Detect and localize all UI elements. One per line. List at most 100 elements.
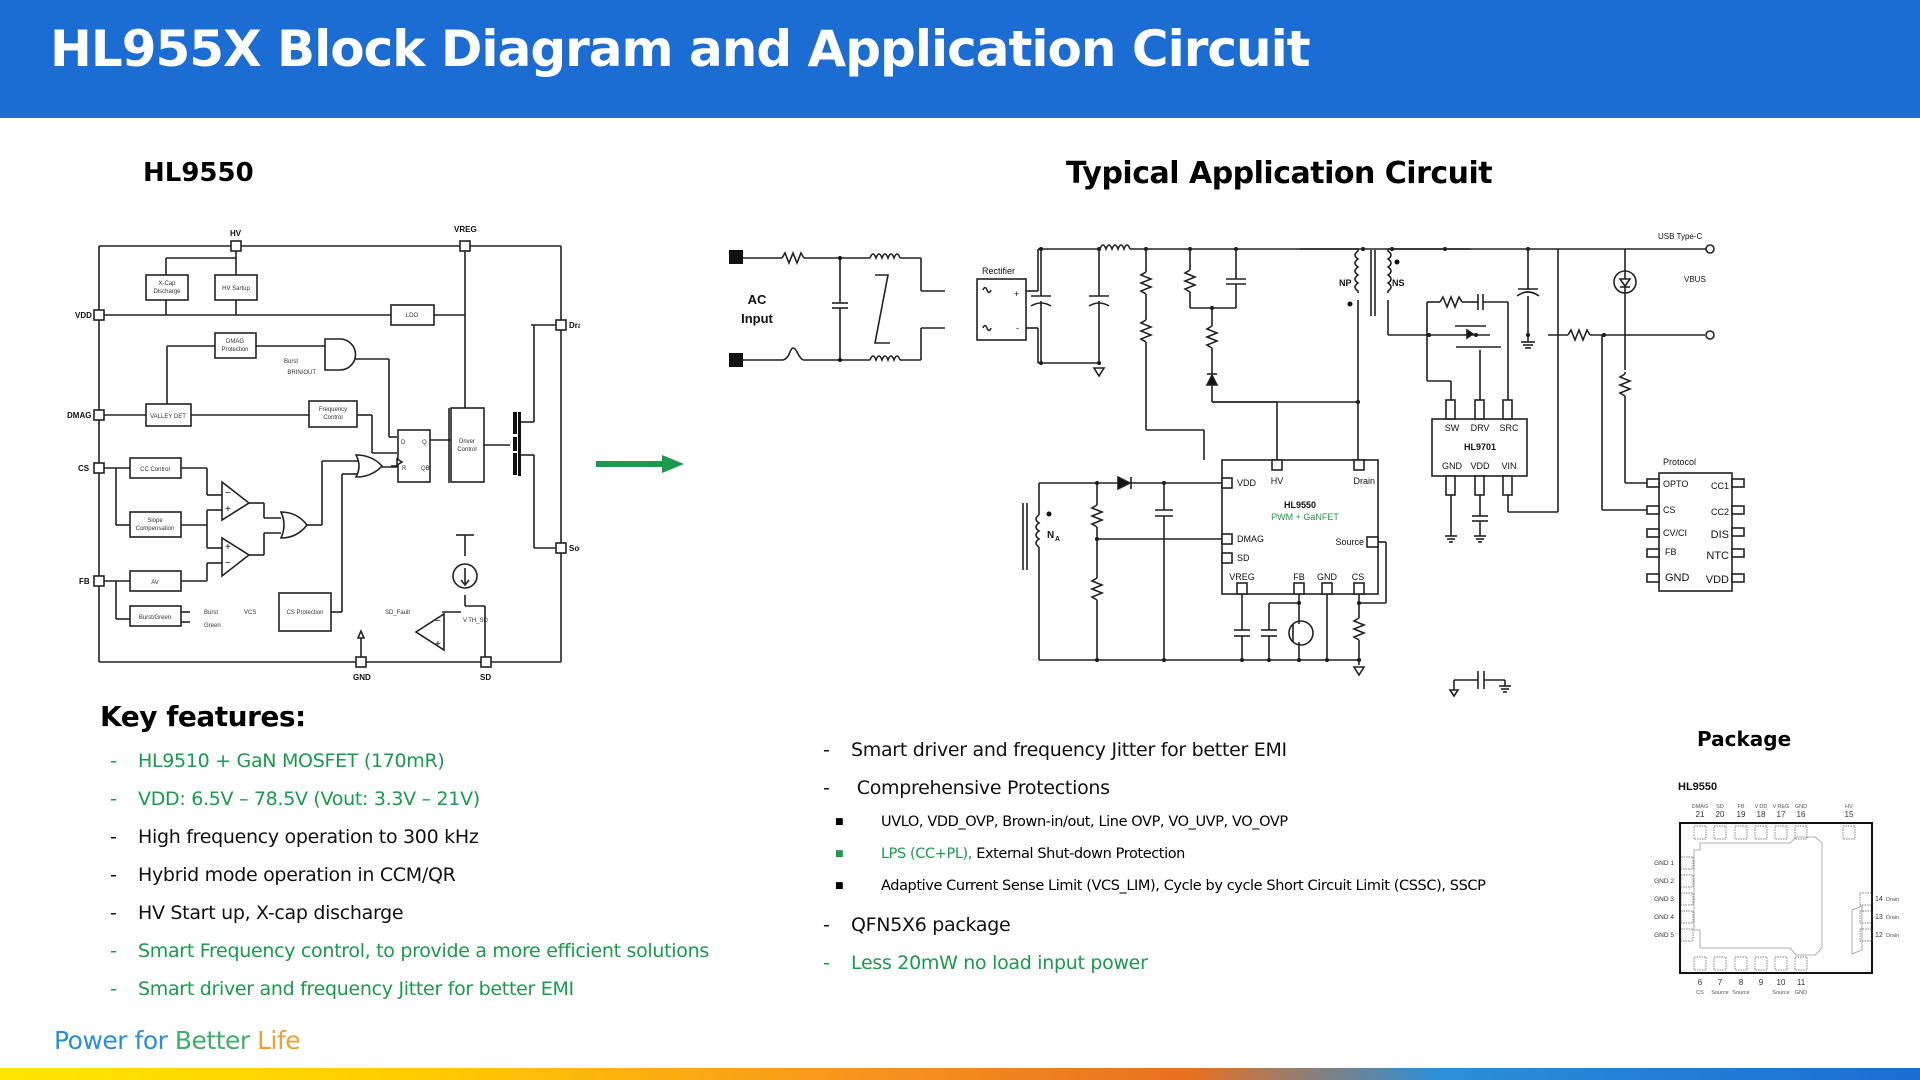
- protocol-pin-cs: CS: [1663, 505, 1676, 515]
- package-pin-name: V DD: [1755, 804, 1768, 810]
- ground-capacitor-symbol: [1448, 671, 1511, 698]
- package-pin-pad: [1859, 928, 1873, 942]
- signal-green-out: Green: [204, 623, 221, 629]
- package-pin-number: 14: [1875, 896, 1883, 903]
- protocol-pin-dis: DIS: [1711, 529, 1729, 541]
- comparator2-plus: +: [225, 542, 231, 553]
- hl9701-pin-drv: DRV: [1471, 423, 1490, 433]
- hl9550-pin-sd: SD: [1237, 553, 1250, 563]
- package-pin-pad: [1680, 874, 1694, 888]
- vbus-label: VBUS: [1684, 275, 1706, 284]
- ff-q-label: Q: [422, 440, 427, 446]
- package-pin-pad: [1842, 825, 1856, 840]
- package-pin-pad: [1774, 956, 1788, 971]
- package-pin-number: 18: [1757, 810, 1766, 819]
- block-xcap-label-2: Discharge: [153, 289, 181, 295]
- output-section: [1548, 244, 1715, 511]
- ff-d-label: D: [401, 440, 406, 446]
- block-av-label: AV: [151, 580, 159, 586]
- middle-feature-item: Less 20mW no load input power: [815, 944, 1148, 982]
- hl9550-pin-vdd: VDD: [1237, 478, 1257, 488]
- signal-burst-out: Burst: [204, 610, 218, 616]
- hl9701-pin-gnd: GND: [1442, 461, 1463, 471]
- protection-item: Adaptive Current Sense Limit (VCS_LIM), …: [815, 870, 1486, 902]
- hl9550-pin-source: Source: [1335, 537, 1364, 547]
- ns-label: NS: [1392, 278, 1405, 288]
- block-slope-label-2: Compensation: [136, 526, 175, 532]
- package-pin-name: SD: [1716, 804, 1724, 810]
- bulk-capacitors: [1026, 244, 1470, 378]
- protection-text: UVLO, VDD_OVP, Brown-in/out, Line OVP, V…: [881, 814, 1288, 830]
- package-title: Package: [1697, 727, 1792, 751]
- hl9701-pin-sw: SW: [1445, 423, 1460, 433]
- package-outline: [1679, 822, 1873, 974]
- package-pin-label: GND 5: [1654, 932, 1674, 939]
- pin-label-cs: CS: [78, 464, 90, 473]
- ff-r-label: R: [402, 466, 407, 472]
- hl9550-pin-dmag: DMAG: [1237, 534, 1264, 544]
- hl9701-pin-vin: VIN: [1501, 461, 1516, 471]
- package-pin-number: 12: [1875, 932, 1883, 939]
- rectifier-label: Rectifier: [982, 266, 1015, 276]
- signal-brin-out: BRIN/OUT: [287, 370, 316, 376]
- package-pin-pad: [1734, 956, 1748, 971]
- package-pin-name: Source: [1711, 990, 1728, 996]
- package-pin-pad: [1859, 910, 1873, 924]
- sd-comparator-minus: −: [435, 616, 441, 627]
- protocol-pin-cc1: CC1: [1711, 481, 1729, 491]
- package-pin-name: Drain: [1886, 915, 1899, 921]
- block-freq-ctrl-label-1: Frequency: [319, 407, 347, 413]
- package-pin-pad: [1754, 825, 1768, 840]
- aux-winding-circuit: [1022, 401, 1387, 677]
- block-burst-green-label: Burst/Green: [139, 615, 171, 621]
- key-feature-item: Smart Frequency control, to provide a mo…: [102, 932, 709, 970]
- package-pin-number: 8: [1739, 978, 1744, 987]
- package-pin-pad: [1859, 892, 1873, 906]
- na-label: N: [1047, 530, 1054, 541]
- hl9550-ic: [1221, 459, 1379, 595]
- application-circuit-title: Typical Application Circuit: [1066, 156, 1493, 191]
- np-dot: [1347, 301, 1353, 307]
- block-freq-ctrl-label-2: Control: [323, 415, 342, 421]
- package-pin-number: 9: [1759, 978, 1764, 987]
- pin-label-hv: HV: [230, 229, 242, 238]
- key-feature-item: VDD: 6.5V – 78.5V (Vout: 3.3V – 21V): [102, 780, 709, 818]
- package-pin-number: 20: [1716, 810, 1725, 819]
- block-slope-label-1: Slope: [147, 518, 163, 524]
- hl9550-subtitle: PWM + GaNFET: [1271, 512, 1339, 522]
- drain-pad: [1851, 905, 1863, 955]
- ac-input-label-1: AC: [748, 292, 767, 307]
- package-pin-name: Source: [1772, 990, 1789, 996]
- package-pin-name: FB: [1737, 804, 1744, 810]
- hl9550-pin-hv: HV: [1271, 476, 1284, 486]
- package-pin-pad: [1693, 956, 1707, 971]
- pin-label-vreg: VREG: [454, 225, 477, 234]
- pin-label-sd: SD: [480, 673, 491, 682]
- signal-burst-in: Burst: [284, 359, 298, 365]
- gnd-arrow-icon: [356, 628, 366, 639]
- package-pin-pad: [1680, 856, 1694, 870]
- hl9550-name: HL9550: [1284, 500, 1316, 510]
- package-pin-pad: [1734, 825, 1748, 840]
- exposed-pad: [1693, 836, 1823, 956]
- block-xcap-label-1: X-Cap: [158, 281, 176, 287]
- package-pin-number: 17: [1777, 810, 1786, 819]
- package-pin-label: GND 2: [1654, 878, 1674, 885]
- package-pin-label: GND 1: [1654, 860, 1674, 867]
- snubber-network: [1138, 249, 1358, 460]
- package-pin-pad: [1713, 825, 1727, 840]
- protocol-ic-name: Protocol: [1663, 457, 1696, 467]
- block-driver-label-2: Control: [457, 447, 476, 453]
- block-driver-label-1: Driver: [459, 439, 475, 445]
- package-pin-name: Source: [1732, 990, 1749, 996]
- key-feature-item: HL9510 + GaN MOSFET (170mR): [102, 742, 709, 780]
- protection-green-text: LPS (CC+PL),: [881, 846, 977, 862]
- block-valley-det-label: VALLEY DET: [150, 414, 186, 420]
- package-pin-pad: [1754, 956, 1768, 971]
- ac-input-label-2: Input: [741, 311, 773, 326]
- gan-fet-symbol: [513, 412, 521, 476]
- package-pin-pad: [1774, 825, 1788, 840]
- block-ldo-label: LDO: [406, 313, 419, 319]
- signal-sd-fault: SD_Fault: [385, 610, 410, 616]
- sync-rectifier: [1426, 249, 1559, 543]
